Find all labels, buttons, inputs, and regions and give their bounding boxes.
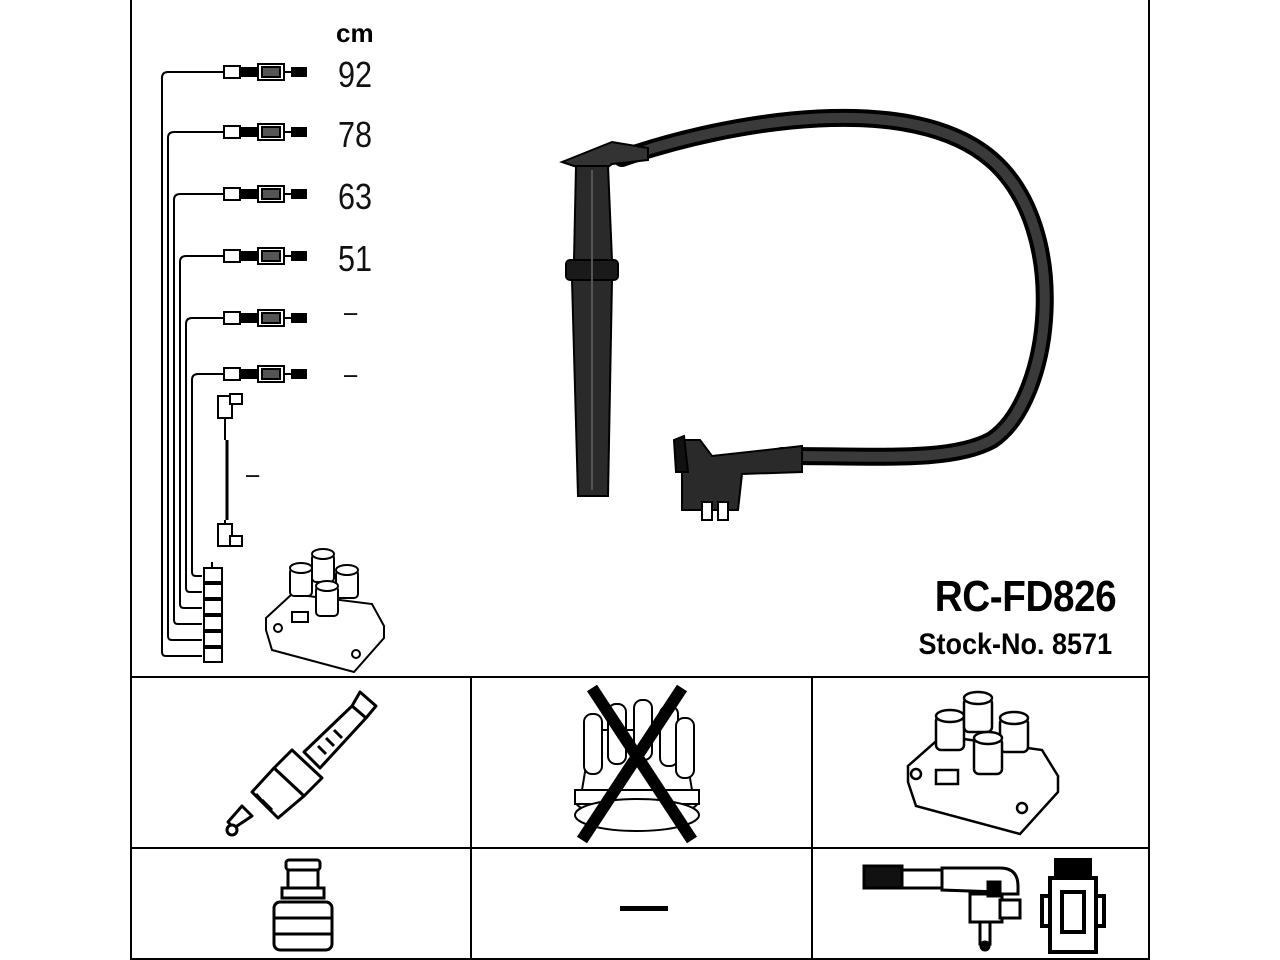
unit-label: cm — [336, 18, 374, 48]
stock-number: Stock-No. 8571 — [918, 628, 1112, 661]
plug-terminal-icon — [272, 858, 334, 952]
wiring-set-panel: cm 92 78 63 51 – – – RC-FD826 Stock-No. … — [132, 0, 1148, 678]
ignition-coil-icon — [906, 690, 1060, 836]
cable-length-3: 63 — [338, 176, 373, 217]
cable-length-2: 78 — [338, 114, 373, 155]
compatibility-grid-lines — [132, 676, 1148, 960]
cable-length-1: 92 — [338, 54, 373, 95]
part-number: RC-FD826 — [934, 572, 1116, 621]
cable-length-5: – — [344, 296, 358, 327]
ignition-cable-illustration — [559, 108, 1054, 521]
spark-plug-icon — [225, 690, 378, 837]
product-sheet: cm 92 78 63 51 – – – RC-FD826 Stock-No. … — [130, 0, 1150, 960]
spark-plug-connector-dash — [620, 906, 668, 911]
coil-boot-connector-icon — [862, 858, 1106, 954]
cable-schematic — [161, 63, 386, 674]
coil-lead-length: – — [246, 458, 260, 489]
distributor-cap-crossed-icon — [574, 684, 700, 844]
cable-length-4: 51 — [338, 238, 373, 279]
cable-length-6: – — [344, 358, 358, 389]
